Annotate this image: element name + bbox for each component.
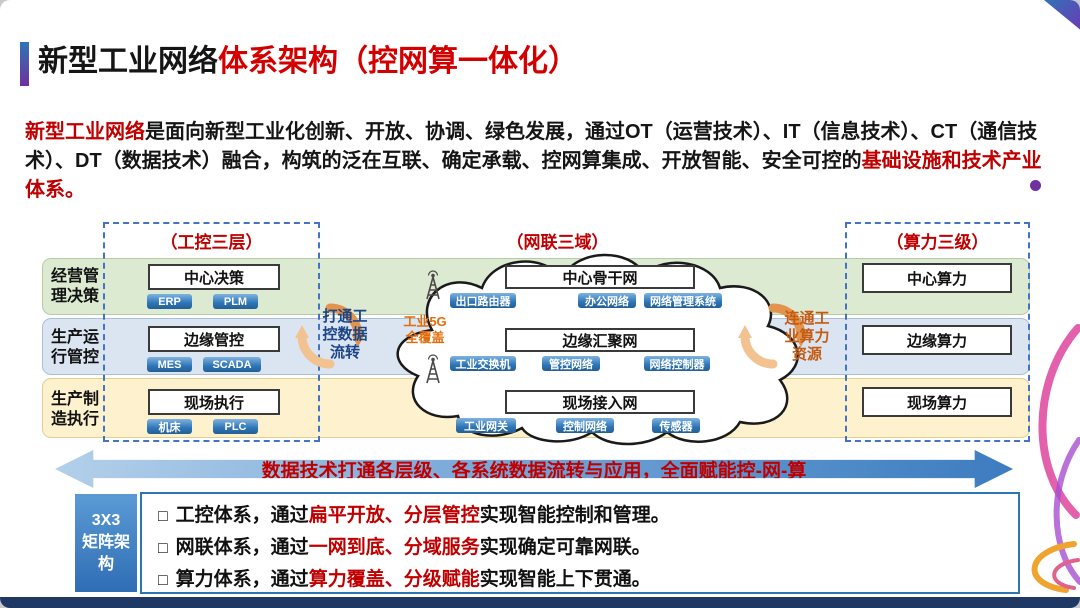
bullet-text: 实现确定可靠网联。 <box>479 537 651 558</box>
bullet-highlight: 一网到底、分域服务 <box>308 537 480 558</box>
page-title-black: 新型工业网络 <box>38 45 218 78</box>
bullet-text: 实现智能上下贯通。 <box>479 569 651 590</box>
intro-highlight-start: 新型工业网络 <box>25 121 145 143</box>
flow-label-compute-resource: 连通工业算力资源 <box>784 310 830 363</box>
network-badge: 出口路由器 <box>450 293 516 308</box>
checkbox-icon: □ <box>158 508 168 525</box>
header-compute-levels: （算力三级） <box>886 233 989 252</box>
network-badge: 工业交换机 <box>450 356 516 371</box>
control-box-center: 中心决策 <box>148 264 280 290</box>
network-badge: 控制网络 <box>556 418 614 433</box>
checkbox-icon: □ <box>158 540 168 557</box>
matrix-bullet-compute: □ 算力体系，通过算力覆盖、分级赋能实现智能上下贯通。 <box>158 564 1002 596</box>
control-badge: 机床 <box>147 419 192 434</box>
page-title-red: 体系架构（控网算一体化） <box>218 45 578 78</box>
page-title: 新型工业网络体系架构（控网算一体化） <box>38 36 578 80</box>
network-badge: 网络控制器 <box>644 356 710 371</box>
bullet-highlight: 算力覆盖、分级赋能 <box>308 569 480 590</box>
checkbox-icon: □ <box>158 572 168 589</box>
network-badge: 传感器 <box>652 418 700 433</box>
data-flow-arrow: 数据技术打通各层级、各系统数据流转与应用，全面赋能控-网-算 <box>55 450 1013 488</box>
decor-corner-ribbon <box>1044 0 1080 30</box>
decor-dot <box>1030 180 1041 191</box>
intro-paragraph: 新型工业网络是面向新型工业化创新、开放、协调、绿色发展，通过OT（运营技术）、I… <box>25 118 1055 205</box>
control-badge: MES <box>147 357 192 372</box>
compute-box-edge: 边缘算力 <box>862 325 1012 355</box>
control-box-edge: 边缘管控 <box>148 326 280 352</box>
control-box-field: 现场执行 <box>148 389 280 415</box>
compute-box-center: 中心算力 <box>862 263 1012 293</box>
bullet-text: 工控体系，通过 <box>175 505 309 526</box>
network-badge: 管控网络 <box>542 356 600 371</box>
compute-box-field: 现场算力 <box>862 387 1012 417</box>
bullet-text: 算力体系，通过 <box>175 569 309 590</box>
row-label-execution: 生产制造执行 <box>50 391 99 428</box>
decor-swoosh-right <box>1038 324 1080 585</box>
matrix-label: 3X3 矩阵架 构 <box>75 494 137 592</box>
matrix-bullet-network: □ 网联体系，通过一网到底、分域服务实现确定可靠网联。 <box>158 532 1002 564</box>
control-badge: PLC <box>213 419 258 434</box>
cycle-arrow-icon <box>295 303 365 369</box>
header-control-layers: （工控三层） <box>160 233 263 252</box>
data-flow-arrow-text: 数据技术打通各层级、各系统数据流转与应用，全面赋能控-网-算 <box>261 460 807 482</box>
network-badge: 网络管理系统 <box>644 293 722 308</box>
network-box-access: 现场接入网 <box>505 390 695 414</box>
control-column-frame <box>103 222 320 442</box>
matrix-summary-box: □ 工控体系，通过扁平开放、分层管控实现智能控制和管理。 □ 网联体系，通过一网到底… <box>140 492 1020 594</box>
title-accent-bar <box>20 42 29 86</box>
intro-highlight-end: 基础设施和技术产业体系。 <box>25 150 1042 201</box>
row-label-management: 经营管理决策 <box>50 268 99 305</box>
network-box-aggregation: 边缘汇聚网 <box>505 328 695 352</box>
bullet-highlight: 扁平开放、分层管控 <box>308 505 480 526</box>
wireless-5g-label: 工业5G 全覆盖 <box>403 314 447 345</box>
compute-column-frame <box>845 222 1030 442</box>
flow-label-control-data: 打通工控数据流转 <box>322 308 368 361</box>
cycle-arrow-icon <box>738 303 808 369</box>
control-badge: ERP <box>147 294 192 309</box>
network-badge: 工业网关 <box>456 418 516 433</box>
header-network-domains: （网联三域） <box>506 233 609 252</box>
bottom-bar <box>0 597 1080 608</box>
row-label-operation: 生产运行管控 <box>50 329 99 366</box>
antenna-icon <box>426 270 440 300</box>
decor-swoosh-bottom <box>1031 541 1080 593</box>
antenna-icon <box>426 354 440 384</box>
matrix-bullet-control: □ 工控体系，通过扁平开放、分层管控实现智能控制和管理。 <box>158 500 1002 532</box>
network-badge: 办公网络 <box>578 293 636 308</box>
intro-body: 是面向新型工业化创新、开放、协调、绿色发展，通过OT（运营技术）、IT（信息技术… <box>25 121 1038 172</box>
bullet-text: 网联体系，通过 <box>175 537 309 558</box>
control-badge: SCADA <box>203 357 261 372</box>
bullet-text: 实现智能控制和管理。 <box>479 505 670 526</box>
network-box-backbone: 中心骨干网 <box>505 265 695 289</box>
control-badge: PLM <box>213 294 258 309</box>
